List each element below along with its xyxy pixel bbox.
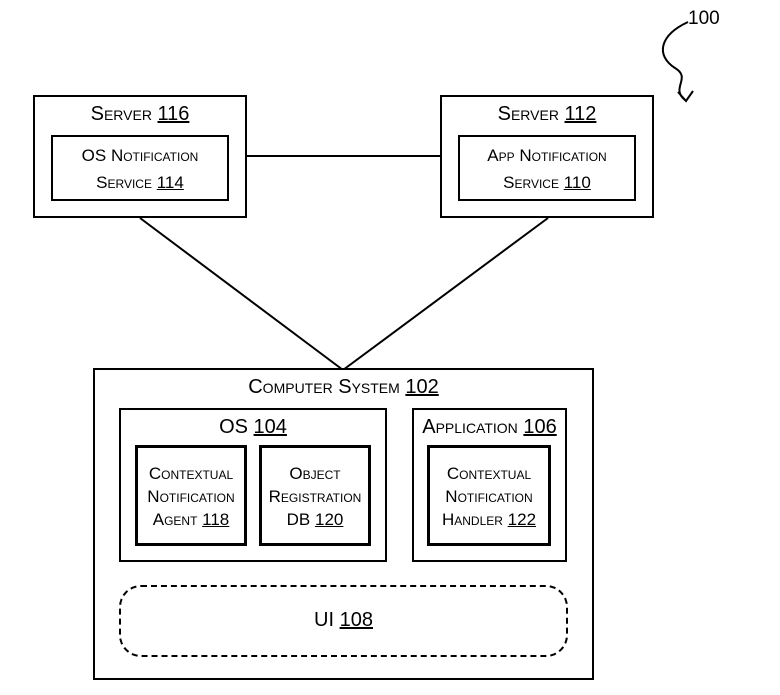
agent-line2: Notification: [147, 487, 235, 506]
app-notification-service-line2: Service 110: [503, 173, 591, 192]
handler-line2: Notification: [445, 487, 533, 506]
object-registration-db-box: Object Registration DB 120: [259, 445, 371, 546]
os-notification-service-box: OS Notification Service 114: [51, 135, 229, 201]
server-116-label: Server 116: [90, 103, 190, 125]
os-notification-service-line2: Service 114: [96, 173, 184, 192]
db-line2: Registration: [268, 487, 362, 506]
contextual-notification-handler-box: Contextual Notification Handler 122: [427, 445, 551, 546]
computer-system-label: Computer System 102: [248, 376, 439, 398]
app-notification-service-box: App Notification Service 110: [458, 135, 636, 201]
reference-arrow: [661, 21, 689, 101]
db-line1: Object: [289, 464, 341, 483]
ui-box: UI 108: [119, 585, 568, 657]
handler-line3: Handler 122: [441, 510, 537, 529]
reference-arrowhead: [677, 90, 694, 103]
os-label: OS 104: [219, 416, 287, 438]
app-notification-service-line1: App Notification: [487, 146, 607, 165]
link-server116-computer: [139, 217, 344, 371]
ui-label: UI 108: [314, 609, 373, 631]
agent-line3: Agent 118: [152, 510, 230, 529]
figure-reference-number: 100: [688, 8, 720, 29]
handler-line1: Contextual: [446, 464, 532, 483]
application-label: Application 106: [422, 416, 557, 438]
os-notification-service-line1: OS Notification: [81, 146, 199, 165]
contextual-notification-agent-box: Contextual Notification Agent 118: [135, 445, 247, 546]
db-line3: DB 120: [286, 510, 344, 529]
server-112-label: Server 112: [497, 103, 597, 125]
agent-line1: Contextual: [148, 464, 234, 483]
link-server112-computer: [342, 217, 549, 371]
